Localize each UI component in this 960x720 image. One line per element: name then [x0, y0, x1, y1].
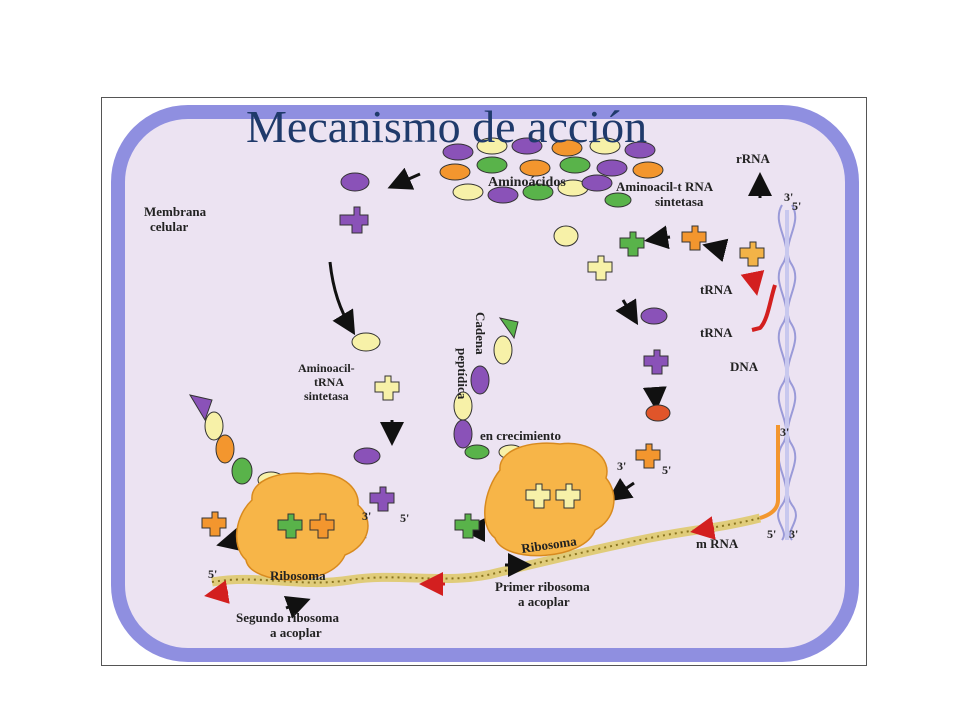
label-ribosome-left: Ribosoma	[270, 568, 326, 583]
mrna-strand-ticks	[211, 517, 761, 584]
label-mrna: m RNA	[696, 536, 739, 551]
slide-title: Mecanismo de acción	[246, 101, 648, 152]
label-synthetase-left-2: tRNA	[314, 375, 344, 389]
label-3prime-a: 3'	[784, 190, 793, 204]
label-5prime-b: 5'	[767, 527, 776, 541]
label-3prime-e: 3'	[362, 509, 371, 523]
label-rrna: rRNA	[736, 151, 771, 166]
dna-helix	[777, 204, 797, 541]
label-5prime-mrna: 5'	[208, 567, 217, 581]
label-synthetase-left: Aminoacil-	[298, 361, 355, 375]
label-membrane-2: celular	[150, 219, 188, 234]
label-3prime-b: 3'	[780, 425, 789, 439]
label-3prime-c: 3'	[789, 527, 798, 541]
label-second-ribosome-2: a acoplar	[270, 625, 322, 640]
trna-molecules	[201, 172, 765, 539]
label-5prime-a: 5'	[792, 199, 801, 213]
label-dna: DNA	[730, 359, 759, 374]
label-peptide-2: peptídica	[455, 348, 470, 400]
label-first-ribosome-2: a acoplar	[518, 594, 570, 609]
label-synthetase-top: Aminoacil-t RNA	[616, 179, 714, 194]
ribosome-trnas	[277, 483, 581, 539]
label-growing: en crecimiento	[480, 428, 561, 443]
label-trna-1: tRNA	[700, 282, 733, 297]
mrna-transcript-red	[751, 284, 777, 332]
aminoacid-pool	[439, 137, 664, 204]
label-5prime-d: 5'	[662, 463, 671, 477]
label-aminoacids: Aminoácidos	[488, 175, 566, 190]
label-second-ribosome: Segundo ribosoma	[236, 610, 339, 625]
label-synthetase-left-3: sintetasa	[304, 389, 349, 403]
label-membrane: Membrana	[144, 204, 207, 219]
label-5prime-e: 5'	[400, 511, 409, 525]
label-synthetase-top-2: sintetasa	[655, 194, 704, 209]
label-peptide: Cadena	[473, 312, 488, 355]
red-arrows	[204, 269, 765, 604]
diagram-labels: Membrana celular Aminoácidos Aminoacil-t…	[144, 151, 801, 640]
label-first-ribosome: Primer ribosoma	[495, 579, 590, 594]
label-trna-2: tRNA	[700, 325, 733, 340]
label-3prime-d: 3'	[617, 459, 626, 473]
mrna-transcript-orange	[699, 425, 780, 530]
